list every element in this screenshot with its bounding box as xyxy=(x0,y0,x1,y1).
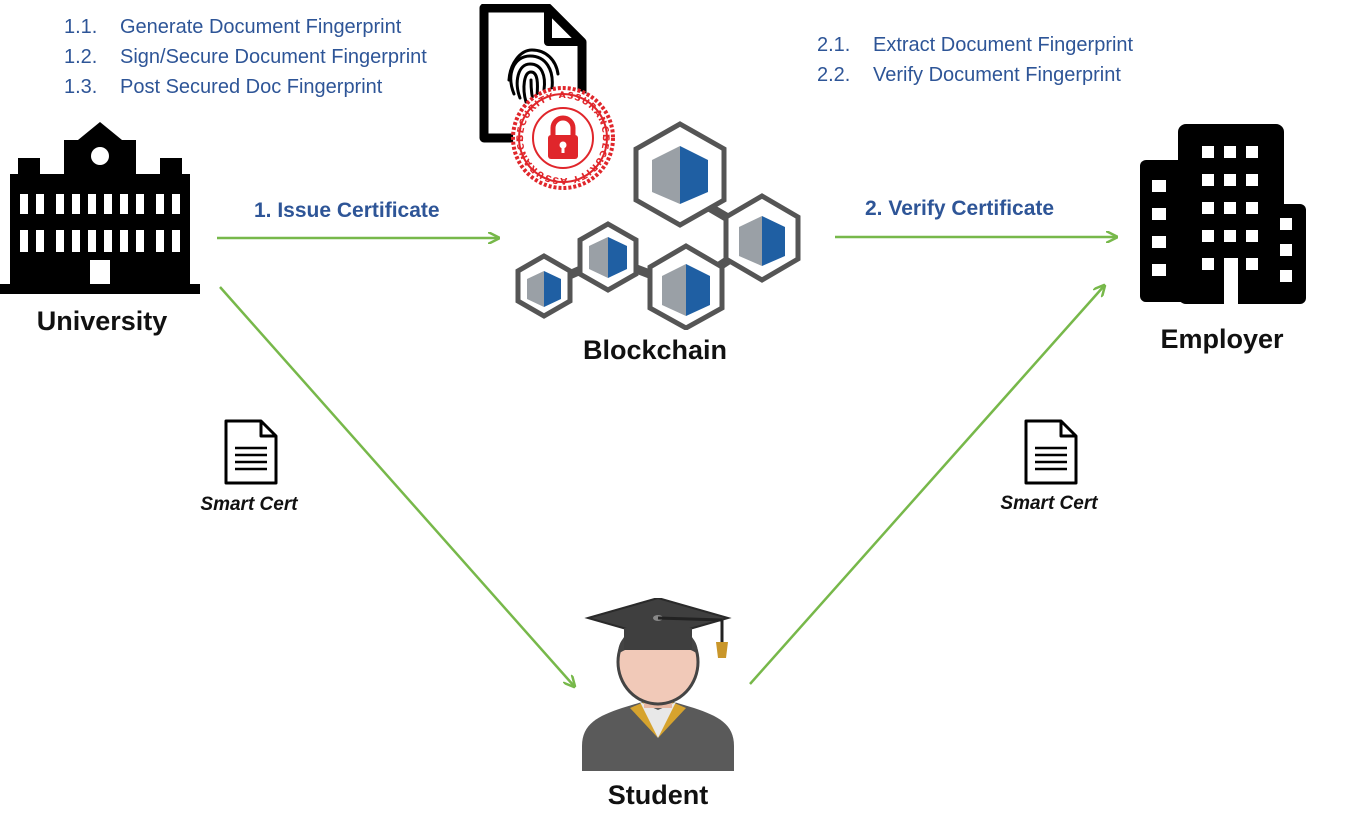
blockchain-network-icon xyxy=(515,121,801,330)
university-label: University xyxy=(36,306,168,336)
block-cube-icon xyxy=(647,243,725,330)
block-cube-icon xyxy=(577,221,639,293)
student-label: Student xyxy=(607,780,709,810)
security-assurance-stamp-icon: SECURITY ASSURANCE SECURITY ASSURANCE xyxy=(511,86,615,190)
block-cube-icon xyxy=(633,121,727,228)
block-cube-icon xyxy=(515,253,573,319)
verify-step: 2.1.Extract Document Fingerprint xyxy=(817,34,1134,56)
smart-cert-right-label: Smart Cert xyxy=(1000,493,1098,514)
block-cube-icon xyxy=(723,193,801,283)
issue-step: 1.1.Generate Document Fingerprint xyxy=(64,16,402,38)
arrow-student-to-employer xyxy=(749,286,1104,685)
verify-step: 2.2.Verify Document Fingerprint xyxy=(817,64,1121,86)
issue-steps-list: 1.1.Generate Document Fingerprint 1.2.Si… xyxy=(64,12,427,102)
arrow-university-to-student xyxy=(219,286,574,686)
student-graduate-icon xyxy=(582,598,734,771)
blockchain-label: Blockchain xyxy=(582,335,728,365)
verify-certificate-label: 2. Verify Certificate xyxy=(865,197,1055,220)
smart-cert-right-icon xyxy=(1024,419,1078,485)
smart-cert-left-label: Smart Cert xyxy=(200,494,298,515)
verify-steps-list: 2.1.Extract Document Fingerprint 2.2.Ver… xyxy=(817,30,1133,90)
issue-step: 1.3.Post Secured Doc Fingerprint xyxy=(64,76,383,98)
university-building-icon xyxy=(0,122,200,294)
issue-certificate-label: 1. Issue Certificate xyxy=(254,199,440,222)
employer-label: Employer xyxy=(1160,324,1284,354)
issue-step: 1.2.Sign/Secure Document Fingerprint xyxy=(64,46,427,68)
employer-office-building-icon xyxy=(1140,124,1306,304)
smart-cert-left-icon xyxy=(224,419,278,485)
